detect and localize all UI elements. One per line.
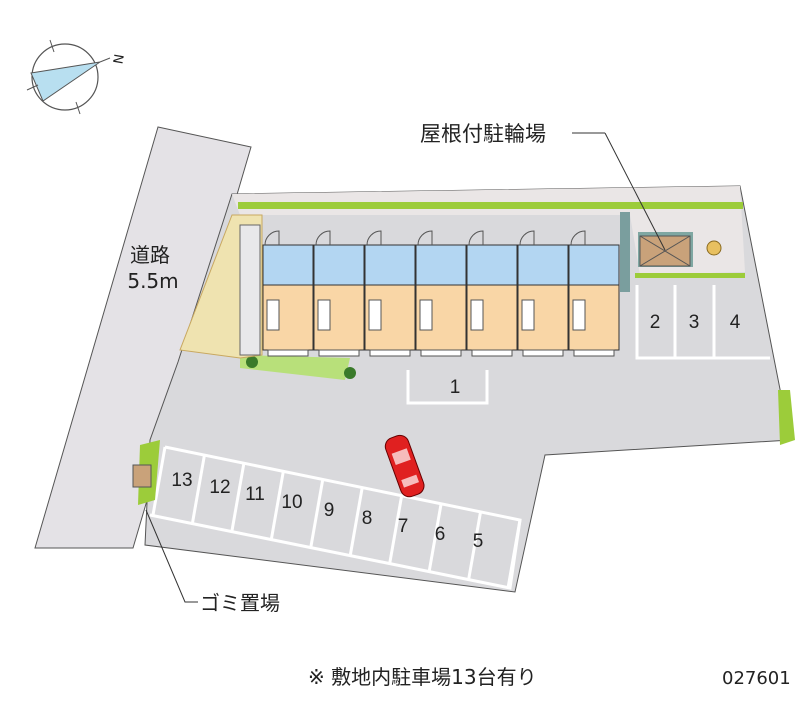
parking-spot-10: 10: [281, 492, 302, 513]
road-name: 道路: [130, 243, 170, 267]
unit-table: [368, 299, 382, 331]
unit-balcony: [573, 349, 615, 357]
parking-divider: [348, 487, 364, 556]
unit-balcony: [471, 349, 513, 357]
hedge-right: [778, 390, 795, 445]
unit-table: [419, 299, 433, 331]
parking-divider: [506, 519, 522, 589]
parking-spot-1-outline: [406, 370, 489, 405]
parking-spot-9: 9: [324, 500, 335, 521]
unit-door: [264, 230, 280, 246]
property-code: 027601: [722, 668, 791, 689]
parking-area-right: [635, 285, 770, 360]
road: [34, 126, 252, 549]
hedge-top: [238, 202, 743, 209]
parking-divider: [467, 511, 483, 581]
unit-wet-area: [415, 244, 467, 286]
unit-table: [572, 299, 586, 331]
unit-door: [468, 230, 484, 246]
building-side: [620, 212, 630, 292]
parking-spot-2: 2: [650, 312, 661, 333]
unit-balcony: [267, 349, 309, 357]
parking-divider: [269, 471, 285, 540]
lamp-icon: [706, 240, 722, 256]
unit-balcony: [522, 349, 564, 357]
unit-door: [519, 230, 535, 246]
apartment-building: [262, 230, 620, 357]
parking-spot-7: 7: [398, 516, 409, 537]
parking-divider: [230, 462, 246, 532]
parking-area-bottom: [149, 445, 522, 590]
parking-note: ※ 敷地内駐車場13台有り: [308, 665, 537, 689]
unit-balcony: [369, 349, 411, 357]
unit-table: [266, 299, 280, 331]
parking-spot-6: 6: [435, 524, 446, 545]
unit-door: [417, 230, 433, 246]
parking-divider: [427, 503, 443, 573]
parking-spot-4: 4: [730, 312, 741, 333]
unit-table: [470, 299, 484, 331]
parking-divider: [151, 446, 167, 516]
parking-spot-5: 5: [473, 531, 484, 552]
unit-door: [570, 230, 586, 246]
unit-balcony: [420, 349, 462, 357]
unit-door: [315, 230, 331, 246]
parking-spot-12: 12: [209, 477, 230, 498]
stairs: [239, 224, 261, 356]
parking-spot-13: 13: [171, 470, 192, 491]
compass-north-label: N: [111, 53, 127, 65]
bicycle-shed: [638, 232, 693, 267]
unit-door: [366, 230, 382, 246]
hedge-front: [240, 355, 350, 380]
parking-spot-1: 1: [450, 377, 461, 398]
unit-wet-area: [568, 244, 620, 286]
garbage-station: [132, 464, 152, 488]
unit-wet-area: [364, 244, 416, 286]
parking-spot-3: 3: [689, 312, 700, 333]
unit-wet-area: [313, 244, 365, 286]
unit-balcony: [318, 349, 360, 357]
parking-spot-11: 11: [245, 484, 265, 505]
car-icon: [384, 434, 425, 498]
garbage-label: ゴミ置場: [200, 591, 280, 615]
unit-wet-area: [262, 244, 314, 286]
parking-divider: [388, 495, 404, 564]
compass-icon: [26, 39, 111, 115]
hedge-parking: [635, 273, 745, 278]
parking-divider: [309, 479, 325, 548]
unit-wet-area: [466, 244, 518, 286]
parking-spot-8: 8: [362, 508, 373, 529]
road-width: 5.5m: [127, 269, 178, 293]
parking-divider: [190, 454, 206, 524]
unit-table: [521, 299, 535, 331]
bicycle-parking-label: 屋根付駐輪場: [420, 122, 546, 146]
unit-wet-area: [517, 244, 569, 286]
unit-table: [317, 299, 331, 331]
